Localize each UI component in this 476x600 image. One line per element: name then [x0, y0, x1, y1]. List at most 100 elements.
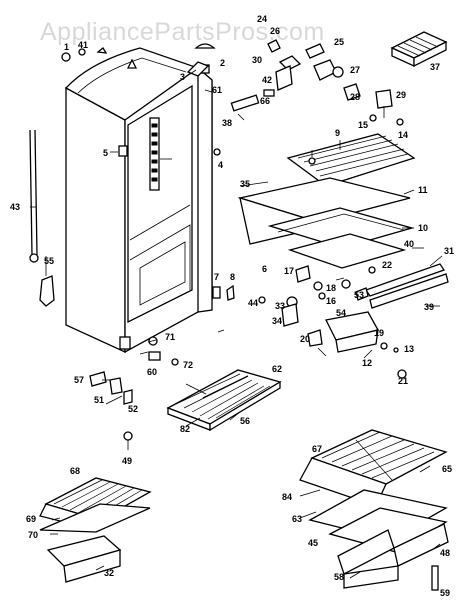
liner-bottom-pan: [139, 241, 186, 306]
part-58-front: [343, 565, 399, 589]
callout-34: 34: [272, 316, 282, 326]
callout-49: 49: [122, 456, 132, 466]
liner-crisper-area: [129, 224, 191, 290]
callout-14: 14: [398, 130, 408, 140]
crisper-assembly: [299, 429, 449, 591]
part-5-clip: [118, 145, 128, 157]
callout-55: 55: [44, 256, 54, 266]
part-7-bracket: [212, 286, 221, 299]
callout-29: 29: [396, 90, 406, 100]
callout-63: 63: [292, 514, 302, 524]
callout-37: 37: [430, 62, 440, 72]
part-60-block: [148, 351, 161, 361]
cabinet-assembly: [61, 43, 260, 354]
part-12: [380, 342, 388, 350]
callout-3: 3: [180, 72, 185, 82]
callout-9: 9: [335, 128, 340, 138]
callout-68: 68: [70, 466, 80, 476]
callout-57: 57: [74, 375, 84, 385]
part-29: [375, 89, 393, 109]
callout-54: 54: [336, 308, 346, 318]
liner-shelf-line: [129, 204, 191, 241]
callout-4: 4: [218, 160, 223, 170]
part-13: [393, 347, 399, 353]
part-32-front: [63, 549, 121, 583]
callout-16: 16: [326, 296, 336, 306]
callout-65: 65: [442, 464, 452, 474]
callout-60: 60: [147, 367, 157, 377]
part-16: [318, 292, 326, 300]
callout-32: 32: [104, 568, 114, 578]
rail-slots: [151, 123, 158, 182]
part-5-freezer: [308, 157, 316, 165]
callout-69: 69: [26, 514, 36, 524]
cabinet-top-edge: [77, 57, 187, 94]
part-22: [368, 266, 376, 274]
part-44: [258, 296, 266, 304]
callout-70: 70: [28, 530, 38, 540]
callout-38: 38: [222, 118, 232, 128]
part-49-leveler: [123, 431, 133, 441]
part-3-hinge-cover: [186, 61, 210, 77]
callout-43: 43: [10, 202, 20, 212]
callout-2: 2: [220, 58, 225, 68]
part-30: [313, 59, 337, 81]
callout-25: 25: [334, 37, 344, 47]
callout-59: 59: [440, 588, 450, 598]
part-43-tube-edge: [34, 129, 38, 256]
callout-5: 5: [103, 148, 108, 158]
callout-33: 33: [275, 301, 285, 311]
callout-24: 24: [257, 14, 267, 24]
callout-61: 61: [212, 85, 222, 95]
part-40-rail: [364, 263, 446, 297]
callout-28: 28: [350, 92, 360, 102]
callout-13: 13: [404, 344, 414, 354]
part-51-hinge: [109, 377, 123, 395]
callout-39: 39: [424, 302, 434, 312]
callout-84: 84: [282, 492, 292, 502]
part-18: [313, 281, 323, 291]
part-38-grille: [230, 94, 260, 112]
part-8-bracket: [226, 284, 235, 301]
callout-19: 19: [374, 328, 384, 338]
part-57-hinge: [89, 371, 107, 387]
callout-1a: 1: [64, 42, 69, 52]
part-9-freezer-shelf: [286, 133, 416, 187]
part-17: [295, 265, 311, 283]
part-41b: [96, 47, 108, 54]
callout-41: 41: [78, 40, 88, 50]
part-25: [305, 43, 325, 59]
part-27-knob: [332, 66, 344, 78]
part-19-bin-front: [335, 329, 379, 353]
cabinet-foot: [119, 336, 131, 350]
callout-52: 52: [128, 404, 138, 414]
part-1-cap: [61, 52, 71, 62]
part-62-glass-shelf: [166, 369, 282, 432]
part-4-screw: [213, 148, 221, 156]
liner-inner-wall: [127, 84, 193, 324]
callout-20: 20: [300, 334, 310, 344]
callout-44: 44: [248, 298, 258, 308]
part-59-rod: [431, 565, 439, 591]
callout-35: 35: [240, 179, 250, 189]
part-top-screw: [126, 58, 138, 69]
part-20: [307, 329, 323, 347]
part-10-edge: [277, 213, 405, 233]
callout-72: 72: [183, 360, 193, 370]
callout-12: 12: [362, 358, 372, 368]
part-34: [281, 303, 299, 327]
callout-27: 27: [350, 65, 360, 75]
part-1-leveler: [194, 43, 216, 49]
callout-6: 6: [262, 264, 267, 274]
callout-30: 30: [252, 55, 262, 65]
callout-62: 62: [272, 364, 282, 374]
part-66: [263, 89, 275, 97]
callout-51: 51: [94, 395, 104, 405]
part-55-duct: [39, 275, 55, 307]
callout-40: 40: [404, 239, 414, 249]
callout-48: 48: [440, 548, 450, 558]
freezer-controls: [263, 39, 404, 126]
leader-lines: [30, 69, 443, 579]
part-53: [341, 279, 351, 289]
